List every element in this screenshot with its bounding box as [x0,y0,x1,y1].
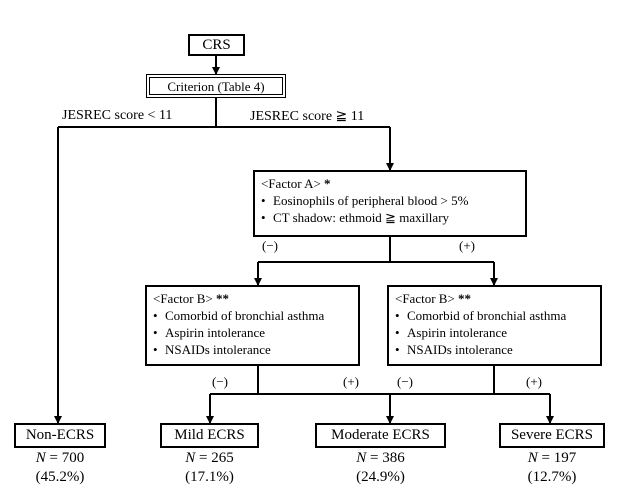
factor-b-mark: ** [216,291,230,306]
outcome-mild-ecrs: Mild ECRS [160,423,259,448]
factor-a-negative-label: (−) [262,238,278,253]
factor-a-header: <Factor A> * [261,175,519,192]
factor-b-right-positive-label: (+) [526,374,542,389]
factor-b-title: <Factor B> [153,291,213,306]
count-n: N = 386 [356,450,405,466]
outcome-moderate-ecrs: Moderate ECRS [315,423,446,448]
factor-b-header: <Factor B> ** [153,290,352,307]
count-percent: (24.9%) [356,469,405,485]
factor-b-left-negative-label: (−) [212,374,228,389]
branch-low-label: JESREC score < 11 [62,108,173,123]
factor-a-item: CT shadow: ethmoid ≧ maxillary [261,209,519,226]
outcome-severe-ecrs-count: N = 197 (12.7%) [499,449,605,487]
factor-b-left-positive-label: (+) [343,374,359,389]
outcome-non-ecrs-count: N = 700 (45.2%) [14,449,106,487]
criterion-label: Criterion (Table 4) [149,77,283,95]
factor-a-title: <Factor A> [261,176,321,191]
count-n: N = 700 [35,450,85,466]
factor-b-header: <Factor B> ** [395,290,594,307]
factor-a-node: <Factor A> * Eosinophils of peripheral b… [253,170,527,237]
count-percent: (17.1%) [185,469,234,485]
criterion-node: Criterion (Table 4) [146,74,286,98]
outcome-mild-ecrs-count: N = 265 (17.1%) [160,449,259,487]
factor-b-left-node: <Factor B> ** Comorbid of bronchial asth… [145,285,360,366]
factor-b-item: NSAIDs intolerance [395,341,594,358]
factor-a-item: Eosinophils of peripheral blood > 5% [261,192,519,209]
count-percent: (45.2%) [35,469,85,485]
factor-b-item: NSAIDs intolerance [153,341,352,358]
outcome-moderate-ecrs-count: N = 386 (24.9%) [315,449,446,487]
factor-a-mark: * [324,176,331,191]
count-n: N = 265 [185,450,234,466]
outcome-non-ecrs: Non-ECRS [14,423,106,448]
factor-b-item: Aspirin intolerance [153,324,352,341]
factor-b-title: <Factor B> [395,291,455,306]
count-n: N = 197 [527,450,577,466]
factor-b-item: Comorbid of bronchial asthma [395,307,594,324]
factor-a-positive-label: (+) [459,238,475,253]
count-percent: (12.7%) [527,469,577,485]
factor-b-item: Aspirin intolerance [395,324,594,341]
factor-b-right-node: <Factor B> ** Comorbid of bronchial asth… [387,285,602,366]
factor-b-right-negative-label: (−) [397,374,413,389]
factor-b-item: Comorbid of bronchial asthma [153,307,352,324]
root-node: CRS [188,34,245,56]
factor-b-mark: ** [458,291,472,306]
outcome-severe-ecrs: Severe ECRS [499,423,605,448]
branch-high-label: JESREC score ≧ 11 [250,109,365,124]
